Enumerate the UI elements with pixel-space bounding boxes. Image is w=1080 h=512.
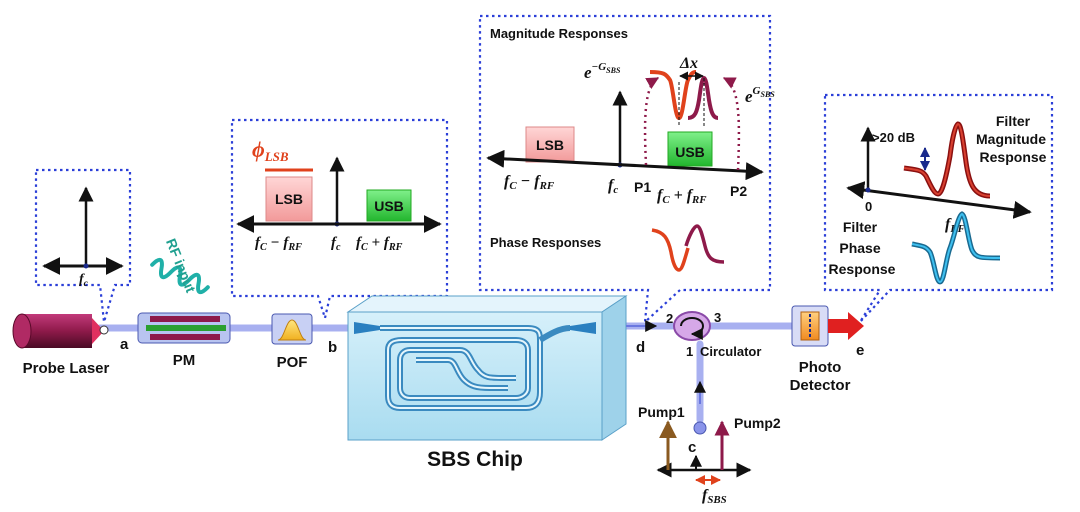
photo-label: Photo bbox=[799, 359, 842, 376]
pof-filter: POF bbox=[271, 313, 313, 371]
mag-title-3: Response bbox=[980, 149, 1047, 165]
spectrum-d: Magnitude Responses Phase Responses LSB … bbox=[486, 26, 775, 272]
phase-title-2: Phase bbox=[839, 240, 880, 256]
spectrum-e: >20 dB 0 fRF Filter Magnitude Response F… bbox=[829, 113, 1047, 285]
node-a: a bbox=[120, 336, 129, 353]
rf-input-label: RF input bbox=[163, 236, 199, 295]
phase-title-3: Response bbox=[829, 261, 896, 277]
p2-arrow bbox=[722, 76, 741, 171]
node-e: e bbox=[856, 342, 864, 359]
d-lsb-freq: fC − fRF bbox=[504, 173, 555, 192]
delta-x-label: Δx bbox=[679, 55, 698, 72]
spectrum-b: ϕLSB LSB USB fC − fRF fc fC + fRF bbox=[236, 137, 442, 253]
p2-label: P2 bbox=[730, 183, 747, 199]
usb-label: USB bbox=[374, 198, 404, 214]
pump2-label: Pump2 bbox=[734, 415, 781, 431]
circ-port-2: 2 bbox=[666, 311, 673, 326]
spectrum-b-fc: fc bbox=[331, 235, 341, 253]
spectrum-a-fc-label: fc bbox=[79, 272, 89, 289]
d-usb-label: USB bbox=[675, 144, 705, 160]
rf-input-coil: RF input bbox=[150, 236, 210, 295]
gain-peak bbox=[687, 75, 719, 120]
sbs-chip: SBS Chip bbox=[346, 295, 628, 471]
p1-label: P1 bbox=[634, 179, 651, 195]
spectrum-b-usb-freq: fC + fRF bbox=[356, 235, 403, 253]
circ-port-3: 3 bbox=[714, 310, 721, 325]
callout-a bbox=[34, 168, 132, 323]
photo-detector: Photo Detector bbox=[790, 305, 864, 394]
pof-label: POF bbox=[277, 354, 308, 371]
probe-laser: Probe Laser bbox=[12, 313, 110, 377]
circulator: 2 3 1 Circulator bbox=[666, 310, 761, 359]
node-c: c bbox=[688, 439, 696, 456]
lsb-label: LSB bbox=[275, 191, 303, 207]
p1-arrow bbox=[643, 76, 660, 166]
d-usb-freq: fC + fRF bbox=[657, 187, 707, 206]
gain-label: eGSBS bbox=[745, 85, 775, 106]
callout-b bbox=[230, 118, 449, 323]
phase-red-curve bbox=[651, 228, 690, 272]
fsbs-label: fSBS bbox=[702, 487, 727, 506]
d-fc: fc bbox=[608, 177, 618, 196]
phase-responses-title: Phase Responses bbox=[490, 235, 601, 250]
node-b: b bbox=[328, 339, 337, 356]
circ-port-1: 1 bbox=[686, 344, 693, 359]
phase-purple-curve bbox=[684, 224, 725, 264]
node-d: d bbox=[636, 339, 645, 356]
probe-laser-label: Probe Laser bbox=[23, 360, 110, 377]
mag-title-2: Magnitude bbox=[976, 131, 1046, 147]
loss-label: e−GSBS bbox=[584, 61, 621, 82]
sbs-chip-label: SBS Chip bbox=[427, 448, 523, 471]
loss-dip bbox=[649, 70, 697, 121]
spectrum-a: fc bbox=[42, 186, 124, 289]
dynamic-range-label: >20 dB bbox=[872, 130, 915, 145]
circulator-label: Circulator bbox=[700, 344, 761, 359]
phase-title-1: Filter bbox=[843, 219, 878, 235]
pump1-label: Pump1 bbox=[638, 404, 685, 420]
lsb-block bbox=[265, 176, 313, 222]
detector-label: Detector bbox=[790, 377, 851, 394]
pump-spectrum: Pump1 Pump2 fSBS bbox=[638, 404, 781, 506]
phi-lsb-label: ϕLSB bbox=[252, 137, 289, 164]
magnitude-responses-title: Magnitude Responses bbox=[490, 26, 628, 41]
pm-label: PM bbox=[173, 352, 196, 369]
spectrum-b-lsb-freq: fC − fRF bbox=[255, 235, 302, 253]
callout-e bbox=[823, 93, 1054, 323]
d-lsb-label: LSB bbox=[536, 137, 564, 153]
phase-modulator: PM bbox=[137, 312, 231, 369]
zero-label: 0 bbox=[865, 199, 872, 214]
mag-title-1: Filter bbox=[996, 113, 1031, 129]
